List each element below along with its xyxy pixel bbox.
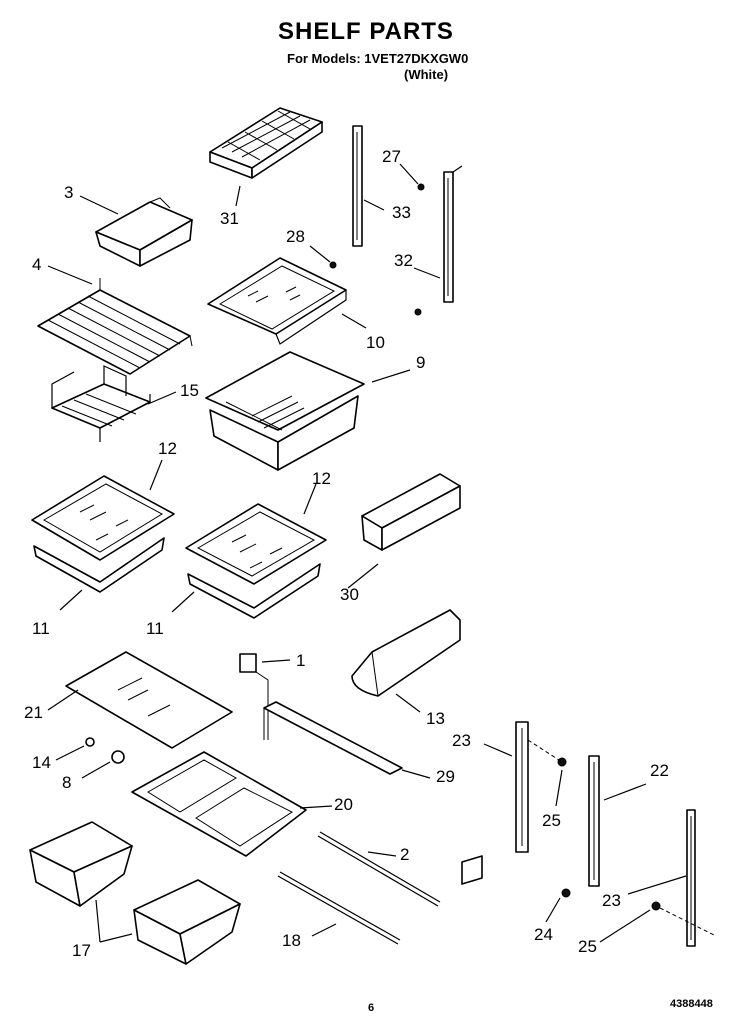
callout-4: 4 [32, 255, 41, 274]
callout-numbers: 3 4 15 31 33 27 28 32 10 9 12 12 11 11 3… [24, 147, 669, 960]
part-23-rail-left [515, 721, 529, 853]
callout-11-right: 11 [146, 619, 164, 638]
part-15-wire-basket [51, 365, 151, 442]
part-17-drawer-left [29, 821, 133, 907]
part-21-glass [65, 651, 233, 749]
callout-12-right: 12 [312, 469, 331, 488]
callout-22: 22 [650, 761, 669, 780]
callout-32: 32 [394, 251, 413, 270]
part-22-rail [588, 755, 600, 887]
screws-27-28 [329, 183, 425, 316]
part-20-frame [131, 751, 307, 857]
part-4-wire-shelf [37, 278, 193, 375]
parts-14-8-fasteners [85, 737, 125, 764]
leader-lines [47, 163, 687, 943]
part-13-cover [351, 609, 461, 697]
part-2-rod [317, 831, 441, 907]
diagram-header: SHELF PARTS For Models: 1VET27DKXGW0 (Wh… [0, 0, 752, 100]
callout-18: 18 [282, 931, 301, 950]
part-29-trim [263, 701, 403, 775]
callout-15: 15 [180, 381, 199, 400]
callout-33: 33 [392, 203, 411, 222]
callout-10: 10 [366, 333, 385, 352]
screws-24-25 [527, 739, 717, 937]
callout-23-left: 23 [452, 731, 471, 750]
part-31-ice-tray [209, 107, 323, 179]
part-33-rail [352, 125, 363, 247]
callout-11-left: 11 [32, 619, 50, 638]
document-number: 4388448 [670, 998, 713, 1010]
callout-17: 17 [72, 941, 91, 960]
callout-8: 8 [62, 773, 71, 792]
callout-25-lower: 25 [578, 937, 597, 956]
page-number: 6 [368, 1002, 375, 1014]
callout-14: 14 [32, 753, 51, 772]
part-3-small-bin [95, 197, 193, 267]
part-1-bracket [239, 653, 269, 740]
callout-27: 27 [382, 147, 401, 166]
color-line: (White) [404, 67, 449, 82]
callout-25-upper: 25 [542, 811, 561, 830]
callout-3: 3 [64, 183, 73, 202]
callout-1: 1 [296, 651, 305, 670]
callout-30: 30 [340, 585, 359, 604]
callout-28: 28 [286, 227, 305, 246]
callout-23-right: 23 [602, 891, 621, 910]
part-12-11-left-shelf [31, 475, 175, 593]
callout-24: 24 [534, 925, 553, 944]
part-12-11-right-shelf [185, 503, 327, 619]
callout-31: 31 [220, 209, 239, 228]
models-line: For Models: 1VET27DKXGW0 [287, 51, 469, 66]
part-30-door-bin [361, 473, 461, 551]
callout-9: 9 [416, 353, 425, 372]
callout-29: 29 [436, 767, 455, 786]
part-18-rod [277, 871, 401, 945]
part-32-rail [443, 165, 463, 303]
callout-12-left: 12 [158, 439, 177, 458]
callout-20: 20 [334, 795, 353, 814]
part-10-glass-shelf [207, 257, 347, 345]
callout-21: 21 [24, 703, 43, 722]
callout-2: 2 [400, 845, 409, 864]
part-9-crisper-drawer [205, 351, 365, 471]
rod-bracket [461, 855, 483, 885]
part-23-rail-right [686, 809, 696, 947]
callout-13: 13 [426, 709, 445, 728]
page-title: SHELF PARTS [278, 18, 454, 45]
part-17-drawer-right [133, 879, 241, 965]
